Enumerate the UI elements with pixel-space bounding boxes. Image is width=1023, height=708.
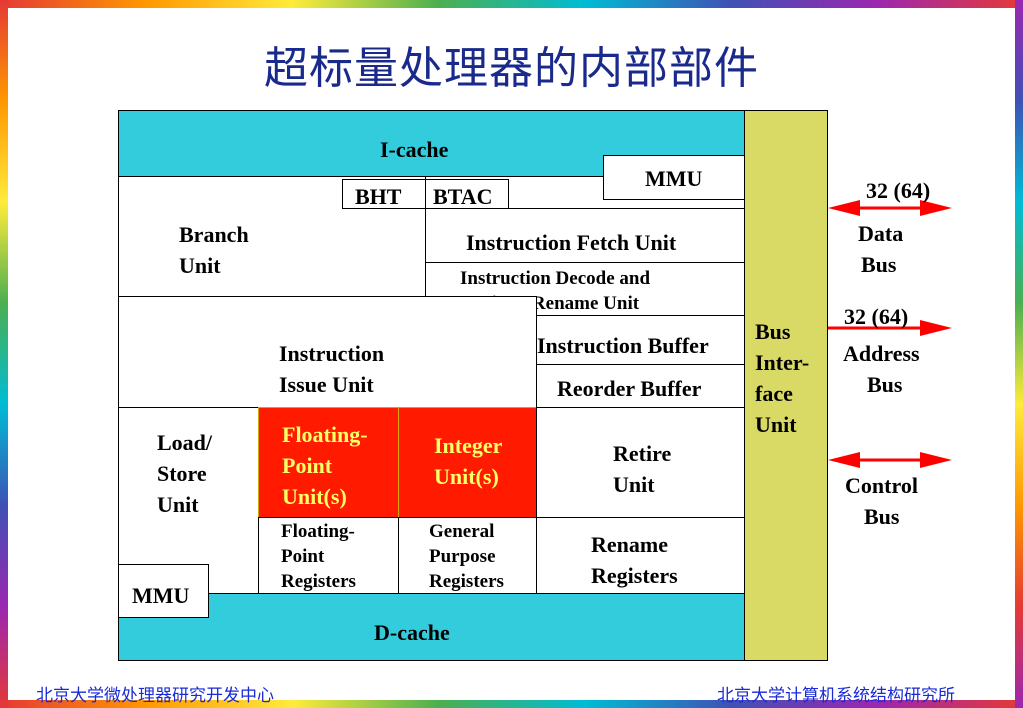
load-store-label-3: Unit — [157, 492, 199, 517]
load-store-unit-block — [118, 407, 259, 594]
address-bus-width: 32 (64) — [844, 304, 909, 329]
dcache-block — [118, 593, 745, 661]
instruction-buffer-block — [536, 315, 745, 365]
fp-registers-label-1: Floating- — [281, 521, 355, 542]
fp-unit-label-1: Floating- — [282, 422, 368, 447]
dcache-label: D-cache — [374, 620, 450, 645]
data-bus-label-2: Bus — [861, 252, 897, 277]
issue-unit-label-2: Issue Unit — [279, 372, 374, 397]
bht-label: BHT — [355, 184, 402, 209]
icache-label: I-cache — [380, 137, 449, 162]
data-bus-width: 32 (64) — [866, 178, 931, 203]
control-bus-label-1: Control — [845, 473, 918, 498]
btac-label: BTAC — [433, 184, 493, 209]
branch-unit-label-2: Unit — [179, 253, 221, 278]
gp-registers-label-1: General — [429, 521, 495, 542]
bus-interface-unit-block — [744, 110, 828, 661]
footer-left: 北京大学微处理器研究开发中心 — [36, 686, 274, 706]
integer-unit-label-1: Integer — [434, 433, 503, 458]
data-bus-arrow — [828, 200, 952, 216]
fp-unit-label-3: Unit(s) — [282, 484, 347, 509]
control-bus-arrow — [828, 452, 952, 468]
integer-unit-block — [398, 407, 537, 518]
rainbow-border-left — [0, 0, 8, 708]
issue-unit-label-1: Instruction — [279, 341, 385, 366]
address-bus-arrow — [828, 320, 952, 336]
bus-interface-label-3: face — [755, 381, 793, 406]
mmu-bottom-block — [118, 564, 209, 618]
gp-registers-label-3: Registers — [429, 571, 504, 592]
bus-interface-label-4: Unit — [755, 412, 797, 437]
gp-registers-block — [398, 517, 537, 594]
load-store-label-2: Store — [157, 461, 207, 486]
fetch-unit-block — [425, 208, 745, 263]
integer-unit-label-2: Unit(s) — [434, 464, 499, 489]
rename-registers-block — [536, 517, 745, 594]
retire-unit-label-2: Unit — [613, 472, 655, 497]
gp-registers-label-2: Purpose — [429, 546, 496, 567]
mmu-top-label: MMU — [645, 166, 703, 191]
data-bus-label-1: Data — [858, 221, 904, 246]
mmu-bottom-label: MMU — [132, 583, 190, 608]
fp-unit-label-2: Point — [282, 453, 333, 478]
footer-right: 北京大学计算机系统结构研究所 — [717, 686, 955, 706]
branch-unit-label-1: Branch — [179, 222, 249, 247]
fp-registers-label-2: Point — [281, 546, 325, 567]
instruction-buffer-label: Instruction Buffer — [537, 333, 709, 358]
address-bus-label-2: Bus — [867, 372, 903, 397]
control-bus-label-2: Bus — [864, 504, 900, 529]
fp-registers-label-3: Registers — [281, 571, 356, 592]
fetch-unit-label: Instruction Fetch Unit — [466, 230, 677, 255]
bus-interface-label-2: Inter- — [755, 350, 810, 375]
retire-unit-label-1: Retire — [613, 441, 672, 466]
address-bus-label-1: Address — [843, 341, 920, 366]
decode-unit-label-1: Instruction Decode and — [460, 268, 651, 289]
issue-unit-block — [118, 296, 537, 408]
bus-interface-label-1: Bus — [755, 319, 791, 344]
reorder-buffer-label: Reorder Buffer — [557, 376, 702, 401]
rename-registers-label-2: Registers — [591, 563, 678, 588]
load-store-label-1: Load/ — [157, 430, 213, 455]
rainbow-border-right — [1015, 0, 1023, 708]
slide-title: 超标量处理器的内部部件 — [264, 43, 759, 94]
retire-unit-block — [536, 407, 745, 518]
bht-block — [342, 179, 426, 209]
rename-registers-label-1: Rename — [591, 532, 668, 557]
